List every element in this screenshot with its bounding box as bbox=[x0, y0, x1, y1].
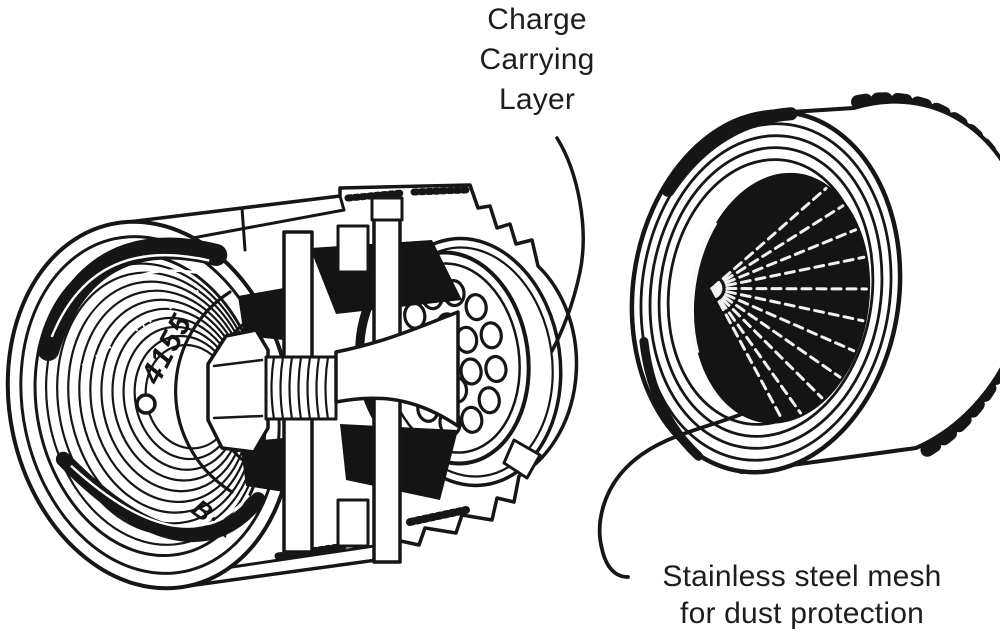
microphone-cartridge-cutaway: 4155 B·K bbox=[5, 183, 579, 591]
label-line: Layer bbox=[498, 83, 576, 116]
leader-line-charge-layer bbox=[550, 136, 585, 353]
leader-line-mesh bbox=[597, 412, 744, 579]
hex-nut-facets bbox=[212, 358, 264, 420]
cap-block-top bbox=[370, 196, 404, 222]
thread-shadow-bottom bbox=[55, 451, 266, 543]
thread-highlight-top bbox=[50, 253, 210, 362]
cap-rim-shadow-top bbox=[661, 107, 798, 197]
label-stainless-steel-mesh: Stainless steel mesh for dust protection bbox=[622, 558, 982, 632]
label-line: Charge bbox=[487, 3, 587, 36]
bottom-knurl-ticks-right bbox=[406, 506, 470, 526]
shadow-patch-upper-left bbox=[238, 288, 284, 340]
insulator-block-top bbox=[336, 224, 370, 274]
top-band-seam bbox=[240, 194, 346, 252]
cap-interior-dark bbox=[692, 172, 871, 424]
stud-thread-lines bbox=[270, 355, 330, 421]
cap-open-face bbox=[629, 107, 903, 475]
mesh-highlight-crescent bbox=[689, 220, 718, 354]
insulator-block-bottom bbox=[336, 498, 370, 548]
label-line: Carrying bbox=[479, 43, 595, 76]
housing-contact-lug bbox=[502, 438, 542, 480]
thread-highlight-bottom bbox=[70, 464, 250, 528]
terminal-cone bbox=[334, 310, 460, 428]
label-charge-carrying-layer: Charge Carrying Layer bbox=[412, 0, 662, 120]
top-knurl-ticks-left bbox=[344, 189, 406, 202]
clamp-ring-outer-arc bbox=[174, 290, 234, 494]
top-knurl-ticks-right bbox=[410, 186, 470, 196]
center-terminal bbox=[206, 310, 460, 454]
engraving-circle-mark bbox=[135, 393, 157, 415]
label-line: for dust protection bbox=[680, 597, 924, 630]
cap-rim-shadow-bottom bbox=[639, 336, 703, 461]
label-line: Stainless steel mesh bbox=[662, 560, 942, 593]
protection-grid-cap bbox=[629, 92, 1000, 475]
mesh-hatch-lines bbox=[710, 186, 868, 420]
hex-nut bbox=[206, 328, 270, 454]
